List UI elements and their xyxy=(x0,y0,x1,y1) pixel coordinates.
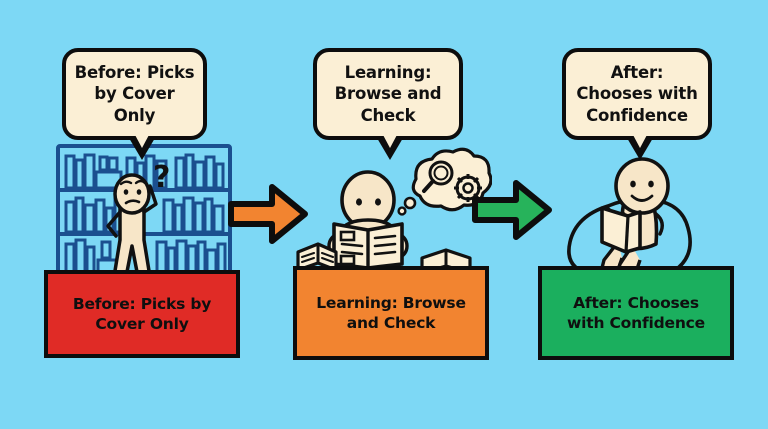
banner-learning[interactable]: Learning: Browse and Check xyxy=(293,266,489,360)
magnifier-icon xyxy=(422,160,454,193)
speech-bubble-before: Before: Picks by Cover Only xyxy=(62,48,207,140)
banner-before-text: Before: Picks by Cover Only xyxy=(72,294,212,333)
banner-learning-text: Learning: Browse and Check xyxy=(316,293,466,332)
speech-bubble-before-text: Before: Picks by Cover Only xyxy=(74,63,195,125)
banner-after-text: After: Chooses with Confidence xyxy=(567,293,705,332)
banner-before[interactable]: Before: Picks by Cover Only xyxy=(44,270,240,358)
illustration-bookshelf-confused-person: ? xyxy=(52,142,237,282)
speech-bubble-after: After: Chooses with Confidence xyxy=(562,48,712,140)
arrow-learning-to-after xyxy=(472,178,552,242)
arrow-before-to-learning xyxy=(228,182,308,246)
gear-icon xyxy=(454,174,482,202)
illustration-person-reading xyxy=(296,146,493,275)
thought-bubble xyxy=(397,147,493,216)
speech-bubble-learning: Learning: Browse and Check xyxy=(313,48,463,140)
speech-bubble-learning-text: Learning: Browse and Check xyxy=(334,63,442,125)
svg-text:?: ? xyxy=(153,160,170,195)
banner-after[interactable]: After: Chooses with Confidence xyxy=(538,266,734,360)
speech-bubble-after-text: After: Chooses with Confidence xyxy=(576,63,698,125)
illustration-person-beanbag xyxy=(556,156,736,281)
